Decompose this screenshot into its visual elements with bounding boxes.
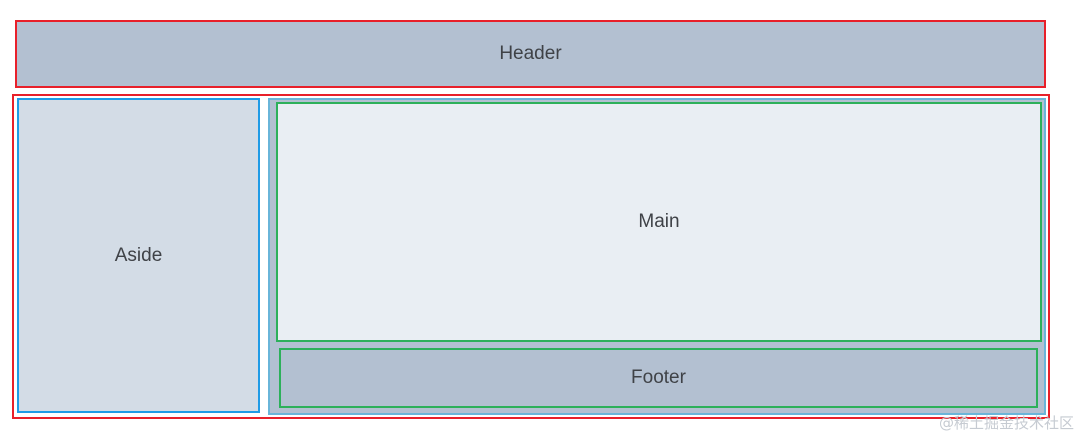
main-region: Main xyxy=(276,102,1042,342)
aside-label: Aside xyxy=(114,244,163,266)
aside-region: Aside xyxy=(17,98,260,413)
header-region: Header xyxy=(15,20,1046,88)
header-label: Header xyxy=(499,43,562,64)
watermark-text: @稀土掘金技术社区 xyxy=(938,414,1074,432)
footer-region: Footer xyxy=(279,348,1038,408)
footer-label: Footer xyxy=(631,367,686,388)
main-label: Main xyxy=(638,211,680,232)
